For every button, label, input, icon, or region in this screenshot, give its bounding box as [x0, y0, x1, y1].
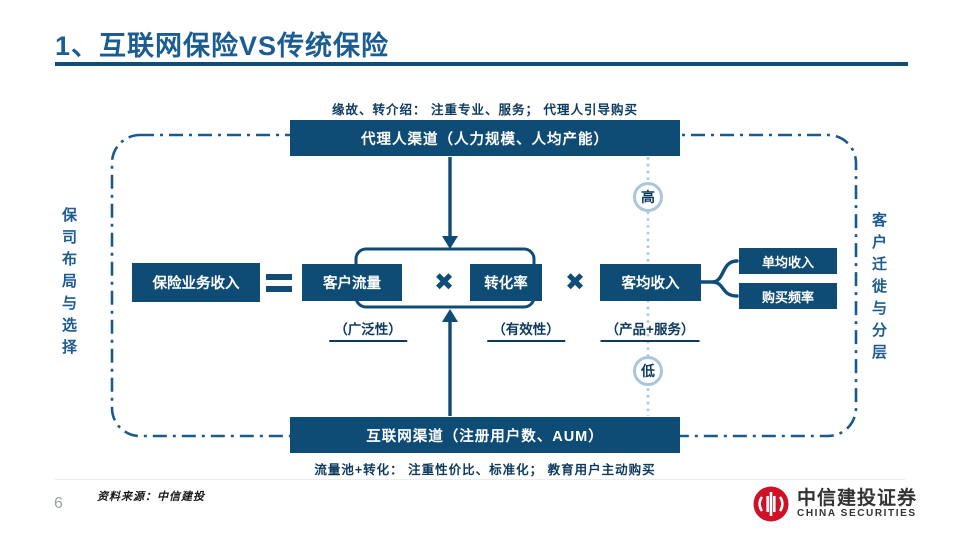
- multiply-icon: ✖: [433, 269, 455, 296]
- internet-channel-box: 互联网渠道（注册用户数、AUM）: [290, 417, 680, 453]
- right-axis-label: 客户迁徙与分层: [870, 212, 887, 366]
- product-service-note: （产品+服务）: [600, 318, 700, 342]
- up-arrow-head: [442, 309, 458, 322]
- title-underline: [55, 62, 908, 66]
- split-brace: [698, 259, 739, 298]
- low-badge: 低: [633, 356, 663, 386]
- source-note: 资料来源：中信建投: [97, 491, 205, 503]
- premium-income-box: 保险业务收入: [132, 263, 260, 302]
- page-title: 1、互联网保险VS传统保险: [55, 31, 390, 61]
- traditional-annotation: 缘故、转介绍： 注重专业、服务； 代理人引导购买: [332, 103, 638, 117]
- purchase-frequency-box: 购买频率: [739, 283, 837, 309]
- left-axis-label: 保司布局与选择: [60, 207, 77, 361]
- agent-channel-box: 代理人渠道（人力规模、人均产能）: [290, 120, 680, 156]
- footer-divider: [55, 479, 905, 480]
- csc-emblem-icon: [753, 486, 789, 522]
- down-arrow-head: [442, 236, 458, 249]
- high-badge: 高: [633, 182, 663, 212]
- company-name-en: CHINA SECURITIES: [797, 507, 917, 519]
- conversion-rate-box: 转化率: [470, 264, 542, 301]
- equals-sign: [266, 274, 292, 292]
- internet-annotation: 流量池+转化： 注重性价比、标准化； 教育用户主动购买: [314, 463, 656, 477]
- page-number: 6: [54, 495, 63, 512]
- company-logo: 中信建投证券 CHINA SECURITIES: [752, 485, 917, 523]
- breadth-note: （广泛性）: [329, 318, 407, 342]
- multiply-icon: ✖: [564, 269, 586, 296]
- company-name-cn: 中信建投证券: [797, 487, 918, 509]
- customer-traffic-box: 客户流量: [302, 264, 402, 301]
- effectiveness-note: （有效性）: [487, 318, 565, 342]
- income-per-customer-box: 客均收入: [600, 264, 701, 301]
- income-per-policy-box: 单均收入: [739, 248, 837, 274]
